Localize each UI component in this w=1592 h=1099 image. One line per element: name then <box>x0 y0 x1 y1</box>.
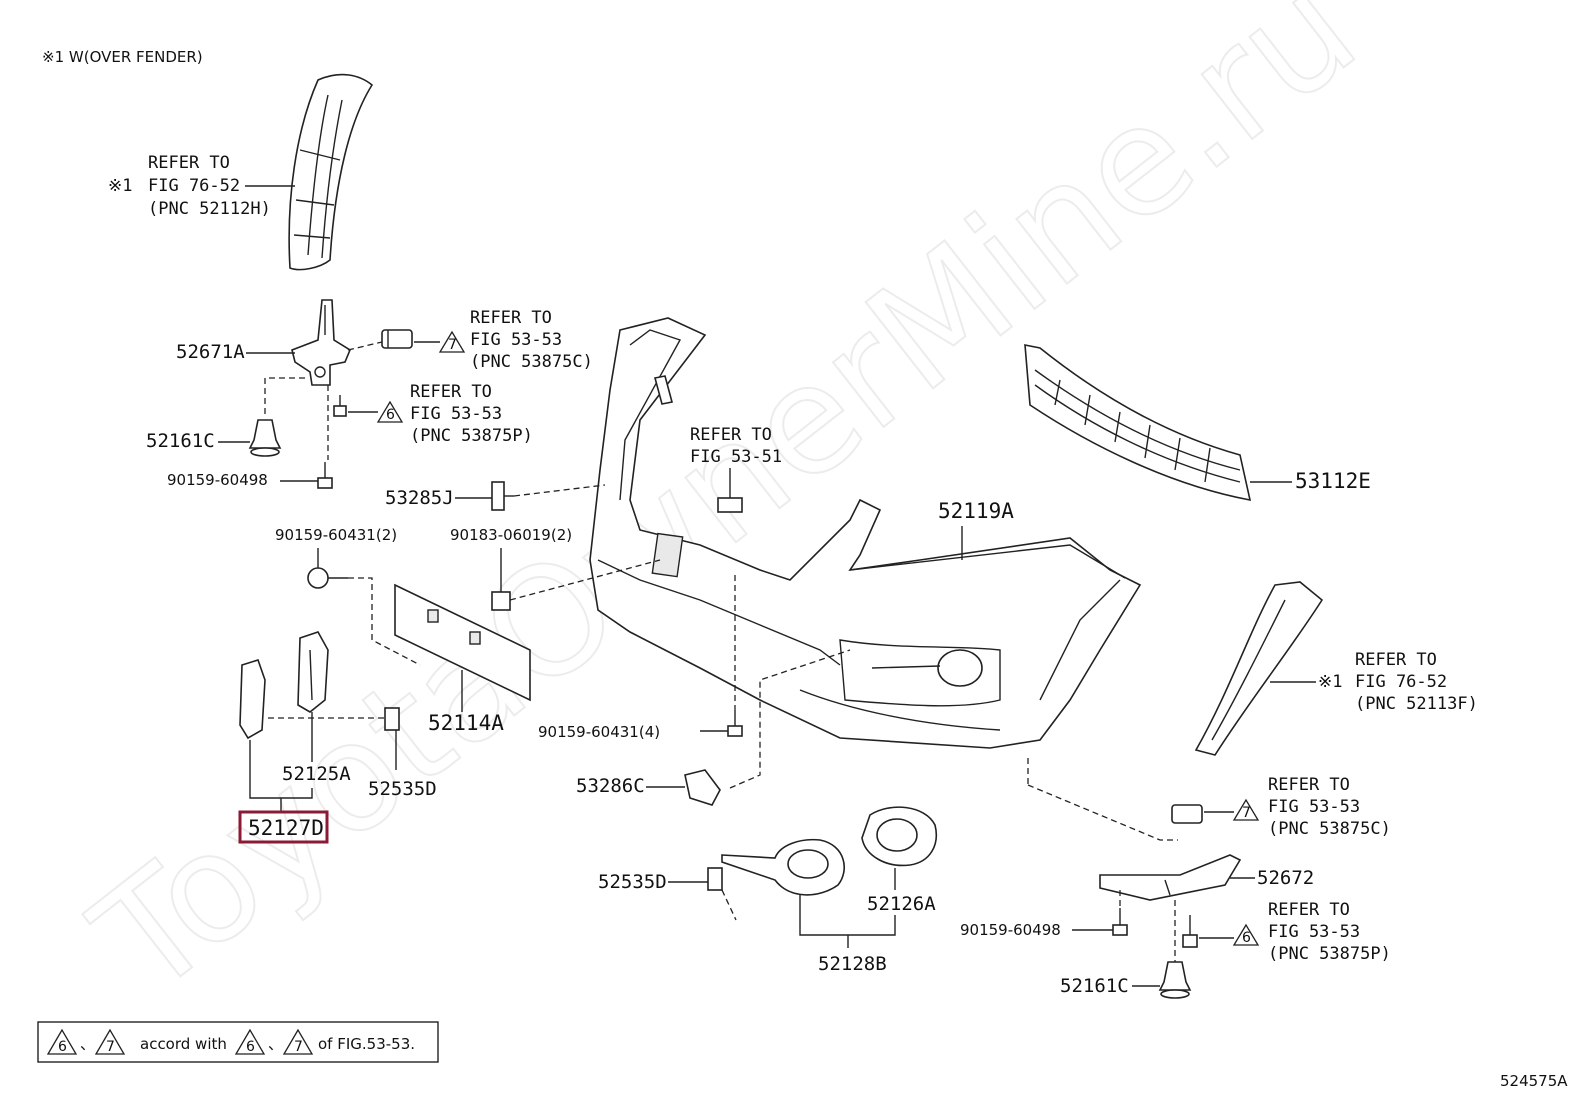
license-plate-bracket-52114A <box>394 583 531 702</box>
clip-52161C-top <box>248 419 282 457</box>
svg-text:(PNC 53875C): (PNC 53875C) <box>1268 819 1391 839</box>
reflector-52127D-part <box>239 659 266 740</box>
svg-text:FIG 76-52: FIG 76-52 <box>1355 672 1447 692</box>
label-53286C: 53286C <box>576 775 645 797</box>
svg-text:※1: ※1 <box>1318 672 1342 692</box>
bumper-cover-52119A <box>589 317 1142 749</box>
label-52671A: 52671A <box>176 341 245 363</box>
svg-text:REFER TO: REFER TO <box>410 382 492 402</box>
clip-52535D-a <box>384 707 400 731</box>
label-52161C-bottom: 52161C <box>1060 975 1129 997</box>
ref6-line1: REFER TO <box>1268 775 1350 795</box>
fog-lamp-bezel-52126A <box>861 806 937 867</box>
clip-53875C-top <box>381 329 413 349</box>
bracket-52672 <box>1099 854 1242 901</box>
bolt-53875P-top <box>333 395 347 417</box>
svg-text:(PNC 53875P): (PNC 53875P) <box>410 426 533 446</box>
label-53285J: 53285J <box>385 487 454 509</box>
bolt-90159-60431-4 <box>727 710 743 737</box>
svg-text:7: 7 <box>294 1039 303 1055</box>
label-52114A: 52114A <box>428 711 504 735</box>
bracket-52671A <box>291 299 351 386</box>
grille-53112E <box>1024 344 1252 502</box>
label-90159-60431-4: 90159-60431(4) <box>538 723 660 741</box>
ref4-line1: REFER TO <box>690 425 772 445</box>
clip-53875C-bottom <box>1171 804 1203 824</box>
svg-text:6: 6 <box>58 1039 67 1055</box>
svg-text:、: 、 <box>268 1035 283 1053</box>
label-52672: 52672 <box>1257 867 1314 889</box>
svg-text:FIG 53-53: FIG 53-53 <box>1268 922 1360 942</box>
label-52161C-top: 52161C <box>146 430 215 452</box>
svg-text:7: 7 <box>448 337 457 353</box>
figure-code: 524575A <box>1500 1072 1568 1090</box>
screw-90159-60498-bottom <box>1112 908 1128 936</box>
over-fender-left <box>288 73 374 271</box>
over-fender-right <box>1194 581 1324 756</box>
svg-text:(PNC 52113F): (PNC 52113F) <box>1355 694 1478 714</box>
svg-text:7: 7 <box>106 1039 115 1055</box>
label-90159-60498-top: 90159-60498 <box>167 471 268 489</box>
label-52128B: 52128B <box>818 953 887 975</box>
svg-text:6: 6 <box>246 1039 255 1055</box>
svg-text:6: 6 <box>1242 930 1251 946</box>
svg-text:(PNC 53875C): (PNC 53875C) <box>470 352 593 372</box>
svg-text:7: 7 <box>1242 805 1251 821</box>
label-52535D-b: 52535D <box>598 871 667 893</box>
label-90183-06019-2: 90183-06019(2) <box>450 526 572 544</box>
reflector-bracket-52125A <box>297 631 329 713</box>
svg-text:accord with: accord with <box>140 1035 227 1053</box>
label-52125A: 52125A <box>282 763 351 785</box>
clip-52161C-bottom <box>1158 961 1192 999</box>
label-53112E: 53112E <box>1295 469 1371 493</box>
legend-box: 6 、 7 accord with 6 、 7 of FIG.53-53. <box>37 1021 439 1063</box>
svg-text:FIG 76-52: FIG 76-52 <box>148 176 240 196</box>
svg-text:FIG 53-53: FIG 53-53 <box>470 330 562 350</box>
bolt-90159-60431-2 <box>307 567 348 589</box>
ref7-line1: REFER TO <box>1268 900 1350 920</box>
svg-text:(PNC 53875P): (PNC 53875P) <box>1268 944 1391 964</box>
svg-text:of FIG.53-53.: of FIG.53-53. <box>318 1035 415 1053</box>
svg-text:FIG 53-53: FIG 53-53 <box>1268 797 1360 817</box>
clip-52535D-b <box>707 867 723 891</box>
ref2-line1: REFER TO <box>470 308 552 328</box>
nut-90183-06019-2 <box>491 591 511 611</box>
label-90159-60498-bottom: 90159-60498 <box>960 921 1061 939</box>
clip-53285J <box>491 481 514 511</box>
svg-text:FIG 53-51: FIG 53-51 <box>690 447 782 467</box>
ref-over-fender-left: REFER TO ※1 FIG 76-52 (PNC 52112H) <box>108 153 295 219</box>
label-52126A: 52126A <box>867 893 936 915</box>
label-90159-60431-2: 90159-60431(2) <box>275 526 397 544</box>
svg-text:REFER TO: REFER TO <box>148 153 230 173</box>
svg-text:6: 6 <box>386 407 395 423</box>
tow-hook-cover-53286C <box>684 769 721 806</box>
ref5-line1: REFER TO <box>1355 650 1437 670</box>
svg-text:、: 、 <box>80 1035 95 1053</box>
label-52119A: 52119A <box>938 499 1014 523</box>
highlight-52127D[interactable] <box>238 810 329 844</box>
fog-lamp-cover-52128B-part <box>721 838 846 896</box>
svg-text:FIG 53-53: FIG 53-53 <box>410 404 502 424</box>
bolt-53875P-bottom <box>1182 915 1198 948</box>
label-52535D-a: 52535D <box>368 778 437 800</box>
clip-53-51 <box>717 497 743 513</box>
svg-text:(PNC 52112H): (PNC 52112H) <box>148 199 271 219</box>
screw-90159-60498-top <box>317 462 333 489</box>
header-note: ※1 W(OVER FENDER) <box>42 48 203 66</box>
svg-text:※1: ※1 <box>108 176 132 196</box>
label-52127D[interactable]: 52127D <box>248 816 324 840</box>
